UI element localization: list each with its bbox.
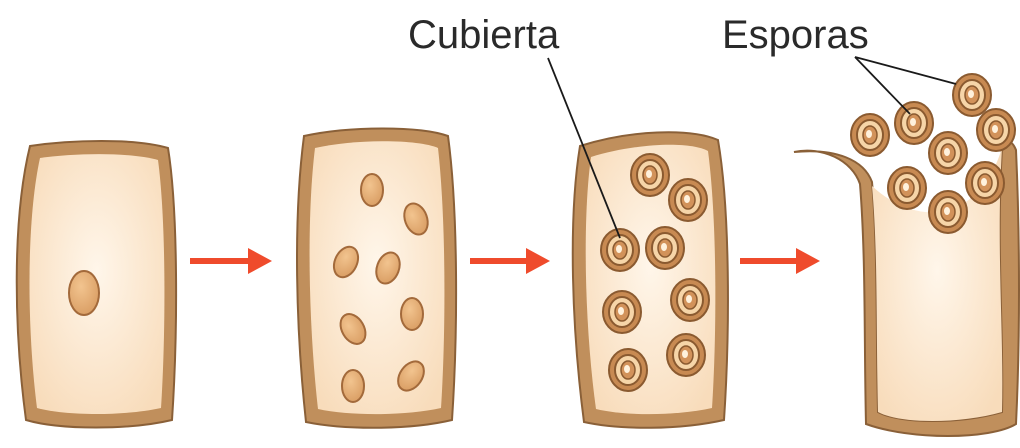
cell-one-nucleus <box>17 141 176 428</box>
cell-releasing-spores <box>794 74 1019 436</box>
spore <box>646 227 684 269</box>
label-cover: Cubierta <box>408 13 560 57</box>
spore <box>977 109 1015 151</box>
spore <box>603 291 641 333</box>
leader-line-spores-2 <box>855 57 956 84</box>
nucleus <box>342 370 364 402</box>
arrow-3 <box>740 248 820 274</box>
spore <box>888 167 926 209</box>
spore <box>609 349 647 391</box>
spore <box>851 114 889 156</box>
leader-line-spores-1 <box>855 57 910 114</box>
spore <box>671 279 709 321</box>
arrow-1 <box>190 248 272 274</box>
cell-many-nuclei <box>297 129 456 428</box>
spore <box>667 334 705 376</box>
spore <box>631 154 669 196</box>
nucleus <box>401 298 423 330</box>
spore <box>966 162 1004 204</box>
spore <box>895 102 933 144</box>
label-spores: Esporas <box>722 13 869 57</box>
nucleus <box>69 271 99 315</box>
nucleus <box>361 174 383 206</box>
arrow-2 <box>470 248 550 274</box>
spore <box>929 191 967 233</box>
spore <box>929 132 967 174</box>
spore <box>953 74 991 116</box>
spore <box>669 179 707 221</box>
spore <box>601 229 639 271</box>
